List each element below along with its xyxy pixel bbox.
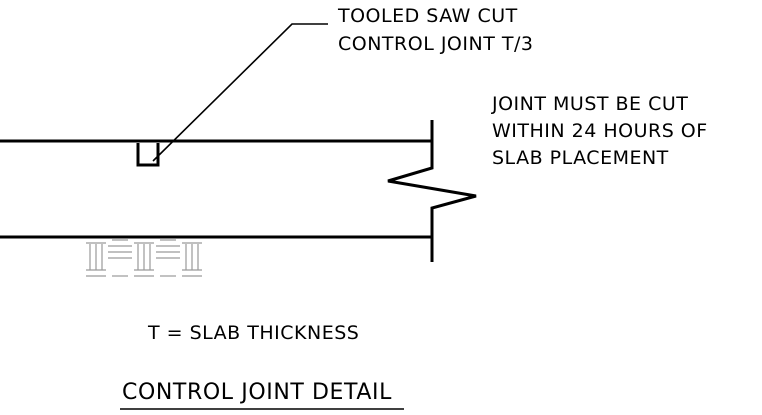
note-text-line-3: SLAB PLACEMENT: [492, 147, 669, 169]
ghost-mark-group-5: [182, 242, 202, 277]
note-text-line-1: JOINT MUST BE CUT: [491, 93, 688, 115]
saw-cut-notch: [136, 143, 160, 167]
callout-text-line-2: CONTROL JOINT T/3: [338, 33, 533, 55]
ghost-mark-group-2: [108, 239, 132, 277]
ghost-mark-group-4: [156, 239, 180, 277]
note-text-line-2: WITHIN 24 HOURS OF: [492, 120, 708, 142]
break-line: [387, 120, 477, 262]
ghost-mark-group-3: [134, 242, 154, 277]
legend-text: T = SLAB THICKNESS: [147, 322, 359, 344]
callout-text-line-1: TOOLED SAW CUT: [337, 5, 518, 27]
detail-title: CONTROL JOINT DETAIL: [122, 380, 392, 405]
callout-leader-line: [152, 23, 328, 162]
ghost-mark-group-1: [86, 242, 106, 277]
ghost-reinforcement-marks: [86, 239, 202, 277]
